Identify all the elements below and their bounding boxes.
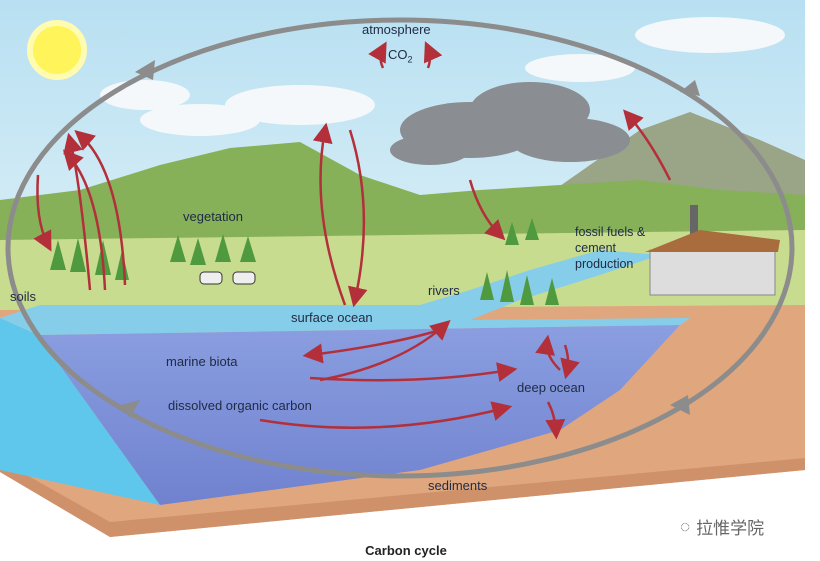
hills [0,142,805,245]
wechat-icon: ◌ [680,516,691,536]
factory-icon [645,205,780,296]
label-surface-ocean: surface ocean [291,310,373,325]
label-marine-biota: marine biota [166,354,238,369]
label-deep-ocean: deep ocean [517,380,585,395]
clouds [100,17,785,136]
ocean-front [38,325,680,505]
ocean-surface [0,250,690,335]
label-co2: CO2 [388,47,413,65]
label-atmosphere: atmosphere [362,22,431,37]
cows [199,271,256,285]
label-dissolved-organic-carbon: dissolved organic carbon [168,398,312,413]
co2-subscript: 2 [407,54,413,65]
trees [50,218,559,305]
label-fossil-fuels: fossil fuels & cement production [575,224,645,272]
fossil-fuels-line-1: fossil fuels & [575,225,646,239]
sediment-front [0,458,805,537]
label-vegetation: vegetation [183,209,243,224]
figure-caption: Carbon cycle [365,543,447,558]
watermark-text: 拉惟学院 [696,519,765,538]
fossil-fuels-line-3: production [575,257,634,271]
watermark: ◌ 拉惟学院 [680,514,764,539]
label-sediments: sediments [428,478,488,493]
cycle-arrowheads [120,60,700,418]
label-soils: soils [10,289,37,304]
fossil-fuels-line-2: cement [575,241,616,255]
sun-icon [27,20,87,80]
ocean-side [0,318,160,505]
storm-cloud [390,82,630,165]
co2-text: CO [388,47,408,62]
label-rivers: rivers [428,283,460,298]
carbon-cycle-arrow [5,17,795,479]
flux-arrows [33,41,672,440]
